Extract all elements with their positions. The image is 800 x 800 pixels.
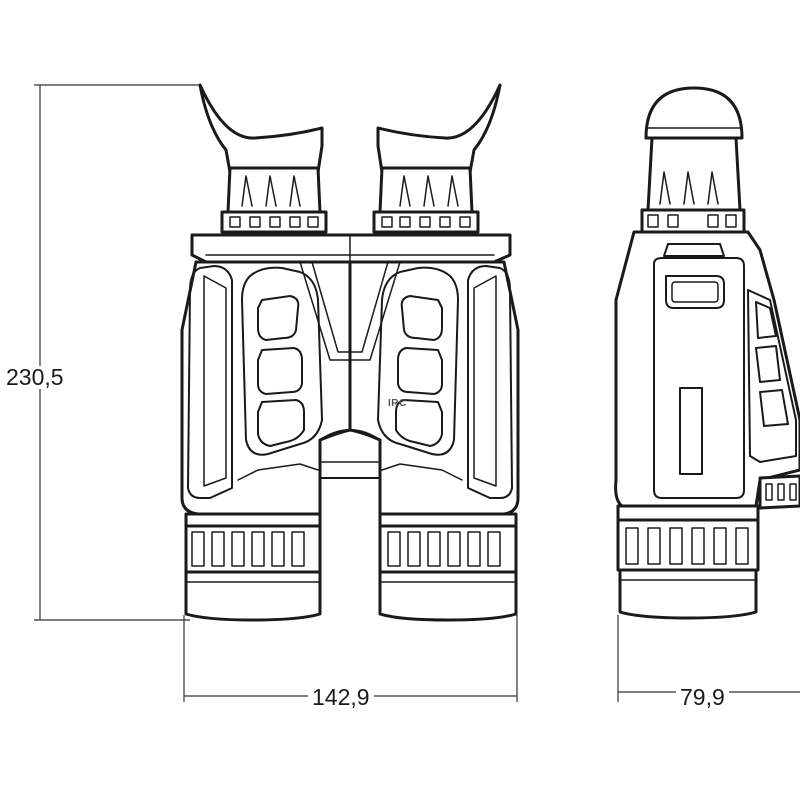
grip-right-inner	[473, 275, 497, 487]
objective-right-collar	[378, 512, 518, 528]
button-3-right	[395, 399, 443, 447]
side-body-outline	[614, 230, 800, 508]
diopter-ring-left-grips	[229, 216, 319, 228]
button-panel-right	[377, 266, 459, 456]
brand-logo: IRC	[388, 398, 407, 409]
diopter-ring-left	[220, 210, 328, 234]
side-eyepiece-barrel	[646, 136, 742, 212]
side-objective-grips	[625, 527, 749, 565]
side-hinge	[663, 243, 725, 257]
grip-right	[467, 265, 513, 499]
eyecup-right	[376, 83, 502, 174]
button-1-right	[400, 295, 443, 341]
button-2-left	[257, 347, 303, 395]
side-button-2	[755, 345, 781, 383]
side-eyepiece-ridges	[659, 171, 719, 205]
binocular-front-view	[180, 83, 520, 622]
depth-dimension-label: 79,9	[676, 686, 729, 709]
center-strap-inner	[311, 261, 389, 353]
objective-right-base	[378, 570, 518, 622]
side-top-button	[665, 275, 725, 309]
side-top-button-inner	[671, 281, 719, 303]
diopter-ring-right-grips	[381, 216, 471, 228]
lower-chamfer-left	[237, 463, 319, 481]
grip-left-inner	[203, 275, 227, 487]
binocular-side-view	[614, 86, 800, 620]
side-objective-ring	[616, 518, 760, 572]
button-3-left	[257, 399, 305, 447]
grip-left	[187, 265, 233, 499]
side-panel	[653, 257, 745, 499]
side-objective-base	[618, 568, 758, 620]
button-2-right	[397, 347, 443, 395]
side-button-3	[759, 389, 789, 427]
width-dimension-label: 142,9	[308, 686, 374, 709]
lower-chamfer-right	[381, 463, 463, 481]
bridge-top-bar	[190, 233, 512, 264]
center-strap	[299, 261, 401, 361]
eyecup-left	[198, 83, 324, 174]
objective-left-grips	[191, 531, 305, 567]
side-rear-knob-grips	[765, 483, 797, 501]
side-eyecup-dome	[644, 86, 744, 140]
side-vertical-slot	[679, 387, 703, 475]
diopter-ring-right	[372, 210, 480, 234]
objective-left-base	[184, 570, 322, 622]
side-diopter-grips	[647, 214, 737, 228]
side-button-1	[755, 301, 777, 339]
eyepiece-right-ridges	[399, 175, 459, 207]
center-hub	[319, 429, 381, 479]
objective-right-grips	[387, 531, 501, 567]
eyepiece-left-ridges	[241, 175, 301, 207]
height-dimension-label: 230,5	[2, 366, 68, 389]
side-objective-collar	[616, 504, 760, 522]
side-rear-grip	[747, 289, 797, 463]
button-panel-left	[241, 266, 323, 456]
objective-left-ring	[184, 524, 322, 574]
objective-left-collar	[184, 512, 322, 528]
button-1-left	[257, 295, 300, 341]
